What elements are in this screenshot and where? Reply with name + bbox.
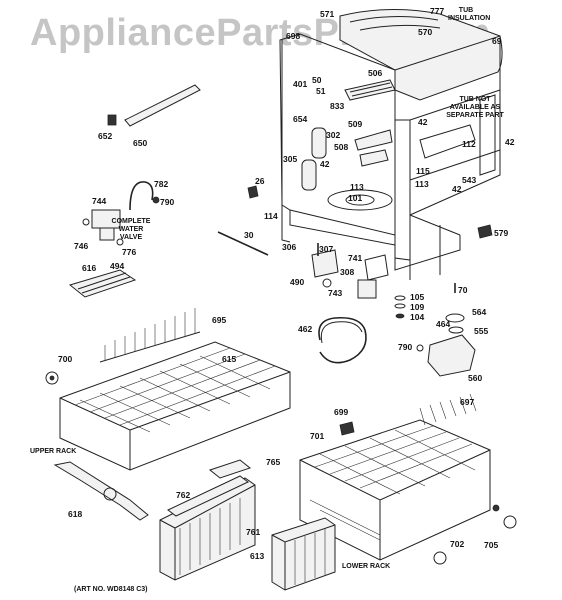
part-label: 306	[282, 242, 297, 252]
part-label: 654	[293, 114, 308, 124]
part-label: 302	[326, 130, 341, 140]
part-label: 782	[154, 179, 169, 189]
part-label: 650	[133, 138, 148, 148]
caption-tub-not-available: TUB NOT AVAILABLE AS SEPARATE PART	[446, 96, 504, 119]
part-label: 776	[122, 247, 137, 257]
lower-rack-drawing	[299, 393, 517, 565]
part-label: 652	[98, 131, 113, 141]
part-label: 42	[418, 117, 428, 127]
left-parts	[68, 84, 269, 298]
part-label: 564	[472, 307, 487, 317]
part-label: 42	[320, 159, 330, 169]
part-label: 30	[244, 230, 254, 240]
part-label: 761	[246, 527, 261, 537]
part-label: 555	[474, 326, 489, 336]
part-label: 743	[328, 288, 343, 298]
part-label: 698	[286, 31, 301, 41]
part-label: 571	[320, 9, 335, 19]
part-label: 494	[110, 261, 125, 271]
part-label: 579	[494, 228, 509, 238]
part-label: 114	[264, 211, 278, 221]
part-label: 777	[430, 6, 445, 16]
part-label: 42	[452, 184, 462, 194]
part-label: 305	[283, 154, 298, 164]
part-label: 705	[484, 540, 499, 550]
upper-rack-drawing	[45, 308, 291, 521]
part-label: 762	[176, 490, 191, 500]
under-tub-parts	[311, 224, 493, 377]
part-label: 462	[298, 324, 313, 334]
part-label: 790	[398, 342, 413, 352]
part-label: 401	[293, 79, 308, 89]
part-label: 746	[74, 241, 89, 251]
part-label: 741	[348, 253, 363, 263]
caption-complete-water-valve: COMPLETE WATER VALVE	[111, 218, 151, 241]
silverware-baskets	[159, 459, 336, 591]
caption-lower-rack: LOWER RACK	[342, 563, 391, 570]
part-label: 104	[410, 312, 425, 322]
part-label: 101	[348, 193, 363, 203]
part-label: 70	[458, 285, 468, 295]
part-label: 618	[68, 509, 83, 519]
part-label: 613	[250, 551, 265, 561]
part-label: 744	[92, 196, 107, 206]
part-label: 506	[368, 68, 383, 78]
part-label: 112	[462, 139, 476, 149]
part-label: 508	[334, 142, 349, 152]
part-label: 26	[255, 176, 265, 186]
part-label: 701	[310, 431, 325, 441]
part-label: 308	[340, 267, 355, 277]
part-label: 307	[319, 244, 334, 254]
part-label: 490	[290, 277, 305, 287]
part-label: 543	[462, 175, 477, 185]
part-label: 509	[348, 119, 363, 129]
part-label: 765	[266, 457, 281, 467]
caption-art-number: (ART NO. WD8148 C3)	[74, 586, 148, 593]
part-label: 69	[492, 36, 502, 46]
part-label: 51	[316, 86, 326, 96]
part-label: 700	[58, 354, 73, 364]
part-label: 113	[350, 182, 364, 192]
part-label: 833	[330, 101, 345, 111]
part-label: 464	[436, 319, 451, 329]
part-label: 115	[416, 166, 430, 176]
part-label: 695	[212, 315, 227, 325]
part-label: 570	[418, 27, 433, 37]
part-label: 42	[505, 137, 515, 147]
part-label: 560	[468, 373, 483, 383]
part-label: 615	[222, 354, 237, 364]
part-label: 113	[415, 179, 429, 189]
part-label: 109	[410, 302, 425, 312]
part-label: 105	[410, 292, 425, 302]
part-label: 697	[460, 397, 475, 407]
part-label: 702	[450, 539, 465, 549]
tub-assembly	[279, 8, 503, 280]
caption-tub-insulation: TUB INSULATION	[448, 7, 491, 22]
part-label: 790	[160, 197, 175, 207]
part-label: 616	[82, 263, 97, 273]
caption-upper-rack: UPPER RACK	[30, 448, 77, 455]
part-label: 699	[334, 407, 349, 417]
part-label: 50	[312, 75, 322, 85]
